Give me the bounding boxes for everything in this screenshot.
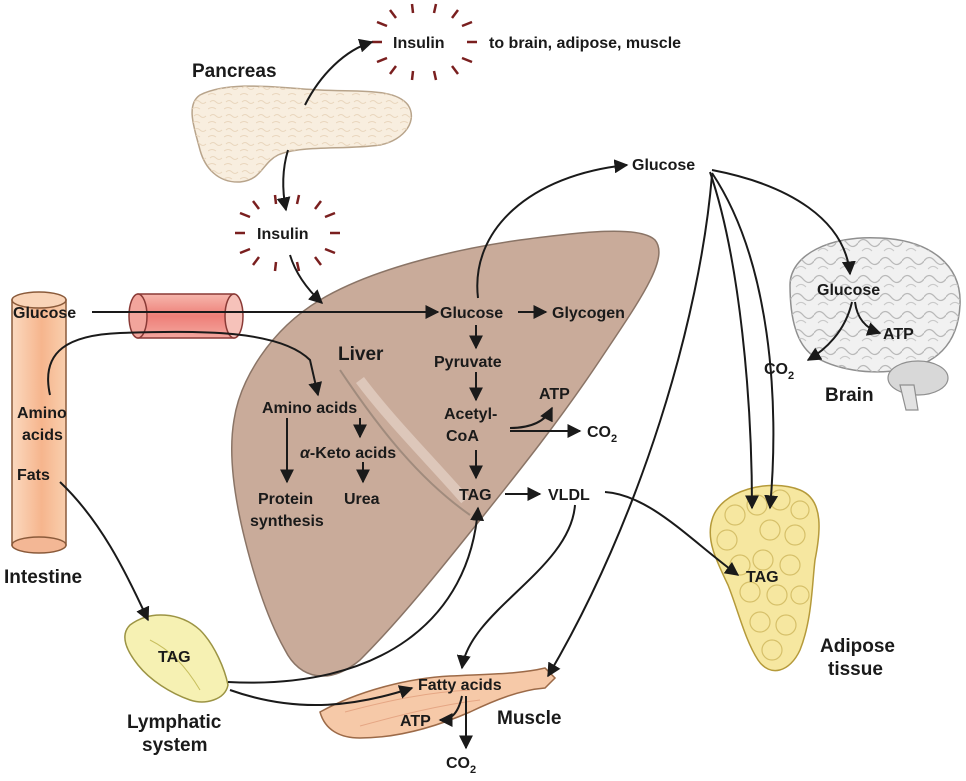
liver-amino-label: Amino acids — [262, 400, 357, 417]
arrow-brain-to-co2 — [806, 301, 853, 361]
co2-liver-label: CO2 — [587, 424, 617, 445]
insulin-top-label: Insulin — [393, 35, 445, 52]
glycogen-label: Glycogen — [552, 305, 625, 322]
arrow-glucose-to-adipose-2 — [711, 172, 779, 510]
intestine-glucose-label: Glucose — [13, 305, 76, 322]
arrow-glucose-to-adipose-1 — [709, 171, 759, 510]
arrow-liver-glucose-to-blood-glucose — [476, 159, 629, 299]
adipose-organ — [709, 484, 820, 672]
tag-lymph-label: TAG — [158, 649, 191, 666]
brain-label: Brain — [825, 385, 874, 406]
adipose-label-2: tissue — [828, 659, 883, 680]
lymph-label-1: Lymphatic — [127, 712, 222, 733]
arrow-lymph-to-liver-tag — [227, 506, 485, 684]
brain-organ — [789, 236, 961, 411]
co2-muscle-label: CO2 — [446, 755, 476, 776]
co2-brain-text: CO — [764, 361, 788, 378]
atp-muscle-label: ATP — [400, 713, 431, 730]
arrow-amino-to-liver — [47, 330, 323, 397]
co2-muscle-text: CO — [446, 755, 470, 772]
co2-liver-subscript: 2 — [611, 433, 617, 445]
adipose-label-1: Adipose — [820, 636, 895, 657]
insulin-mid-label: Insulin — [257, 226, 309, 243]
acetyl-label-1: Acetyl- — [444, 406, 497, 423]
atp-liver-label: ATP — [539, 386, 570, 403]
liver-highlight — [356, 376, 469, 504]
arrow-fats-to-lymph — [59, 481, 150, 622]
tag-liver-label: TAG — [459, 487, 492, 504]
arrow-lymph-to-muscle — [229, 685, 414, 707]
liver-label: Liver — [338, 344, 384, 365]
protein-label-2: synthesis — [250, 513, 324, 530]
pancreas-organ — [191, 85, 413, 183]
urea-label: Urea — [344, 491, 380, 508]
insulin-targets-label: to brain, adipose, muscle — [489, 35, 681, 52]
keto-acids-label: α-Keto acids — [300, 445, 396, 462]
liver-glucose-label: Glucose — [440, 305, 503, 322]
arrow-insulin-to-liver — [289, 254, 324, 304]
arrow-vldl-to-muscle — [456, 504, 576, 670]
arrow-glucose-to-brain — [711, 169, 856, 276]
arrow-fatty-to-atp — [438, 695, 463, 727]
atp-brain-label: ATP — [883, 326, 914, 343]
insulin-burst-mid — [235, 194, 340, 272]
arrow-glucose-to-muscle — [547, 174, 713, 678]
acetyl-label-2: CoA — [446, 428, 479, 445]
keto-alpha-text: α — [300, 445, 311, 462]
blood-glucose-label: Glucose — [632, 157, 695, 174]
muscle-label: Muscle — [497, 708, 561, 729]
tag-adipose-label: TAG — [746, 569, 779, 586]
brain-glucose-label: Glucose — [817, 282, 880, 299]
co2-brain-subscript: 2 — [788, 370, 794, 382]
intestine-label: Intestine — [4, 567, 82, 588]
intestine-amino-label-1: Amino — [17, 405, 67, 422]
lymph-label-2: system — [142, 735, 208, 756]
vldl-label: VLDL — [548, 487, 590, 504]
keto-acids-text: -Keto acids — [310, 445, 396, 462]
intestine-organ — [11, 291, 67, 554]
co2-muscle-subscript: 2 — [470, 764, 476, 776]
lymphatic-organ — [124, 614, 229, 703]
insulin-burst-top — [372, 3, 477, 81]
blood-vessel — [128, 293, 244, 339]
fatty-acids-label: Fatty acids — [418, 677, 502, 694]
arrow-pancreas-to-insulin-top — [304, 38, 374, 106]
liver-lobe-line — [339, 369, 471, 516]
arrow-acetyl-to-atp — [509, 406, 553, 429]
intestine-amino-label-2: acids — [22, 427, 63, 444]
arrows — [47, 38, 882, 750]
arrow-brain-to-atp — [854, 301, 882, 336]
arrow-pancreas-to-insulin-mid — [276, 149, 291, 212]
fats-label: Fats — [17, 467, 50, 484]
co2-liver-text: CO — [587, 424, 611, 441]
liver-shape — [231, 230, 660, 677]
arrow-vldl-to-adipose — [604, 491, 740, 576]
pancreas-label: Pancreas — [192, 61, 277, 82]
pyruvate-label: Pyruvate — [434, 354, 502, 371]
co2-brain-label: CO2 — [764, 361, 794, 382]
protein-label-1: Protein — [258, 491, 313, 508]
